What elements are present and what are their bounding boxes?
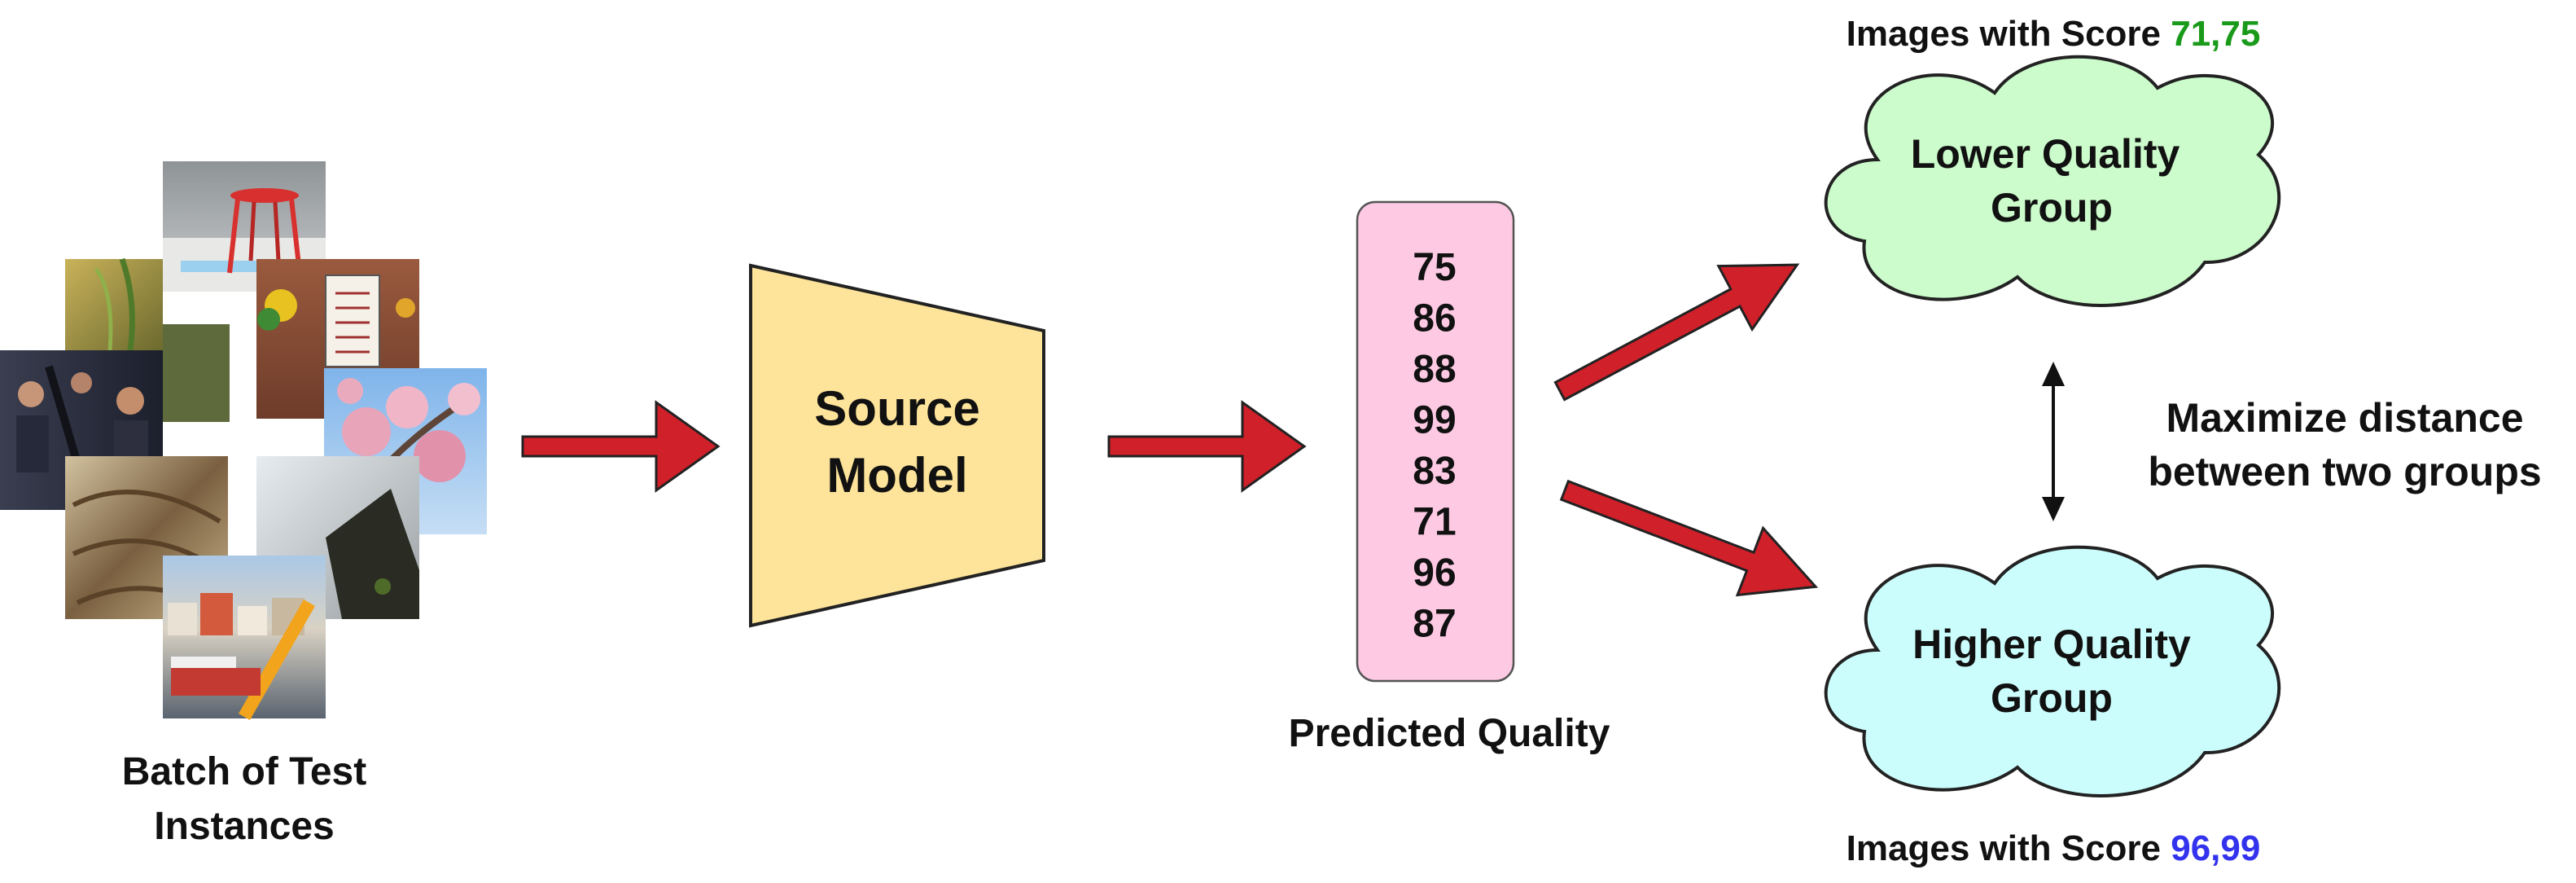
leaf-photo: [65, 257, 163, 351]
source-model-block: [749, 263, 1045, 628]
model-label-line1: Source: [814, 381, 979, 436]
higher-score-values: 96,99: [2171, 828, 2260, 868]
higher-group-label-line2: Group: [1991, 675, 2113, 721]
score-list: 75 86 88 99 83 71 96 87: [1413, 246, 1456, 646]
higher-score-caption: Images with Score 96,99: [1847, 828, 2261, 868]
lower-group-label-line1: Lower Quality: [1911, 131, 2180, 177]
model-label-line2: Model: [826, 448, 967, 503]
predictions-caption: Predicted Quality: [1289, 712, 1610, 755]
objective-line2: between two groups: [2148, 449, 2541, 494]
lower-score-values: 71,75: [2171, 14, 2260, 54]
predictions-box: [1356, 200, 1515, 683]
lower-score-prefix: Images with Score: [1847, 14, 2171, 54]
arrow-to-model: [521, 400, 721, 493]
score-item: 71: [1413, 501, 1456, 544]
moss-photo: [163, 324, 230, 422]
lower-quality-cloud: [1824, 55, 2281, 307]
arrow-to-lower-group: [1553, 263, 1800, 402]
higher-quality-cloud: [1824, 545, 2281, 797]
higher-group-label-line1: Higher Quality: [1912, 622, 2191, 667]
lower-group-label-line2: Group: [1991, 185, 2113, 231]
score-item: 96: [1413, 551, 1456, 595]
test-image-collage: [0, 161, 487, 720]
score-item: 75: [1413, 246, 1456, 289]
score-item: 87: [1413, 603, 1456, 646]
harbor-photo: [163, 556, 326, 720]
score-item: 86: [1413, 297, 1456, 340]
arrow-to-predictions: [1107, 400, 1307, 493]
higher-score-prefix: Images with Score: [1847, 828, 2171, 868]
score-item: 83: [1413, 450, 1456, 493]
score-item: 99: [1413, 399, 1456, 442]
arrow-to-higher-group: [1559, 479, 1819, 597]
batch-caption-line1: Batch of Test: [122, 750, 366, 793]
score-item: 88: [1413, 348, 1456, 391]
objective-line1: Maximize distance: [2166, 395, 2523, 441]
batch-caption-line2: Instances: [154, 805, 334, 848]
distance-double-arrow: [2042, 362, 2065, 521]
lower-score-caption: Images with Score 71,75: [1847, 14, 2261, 54]
